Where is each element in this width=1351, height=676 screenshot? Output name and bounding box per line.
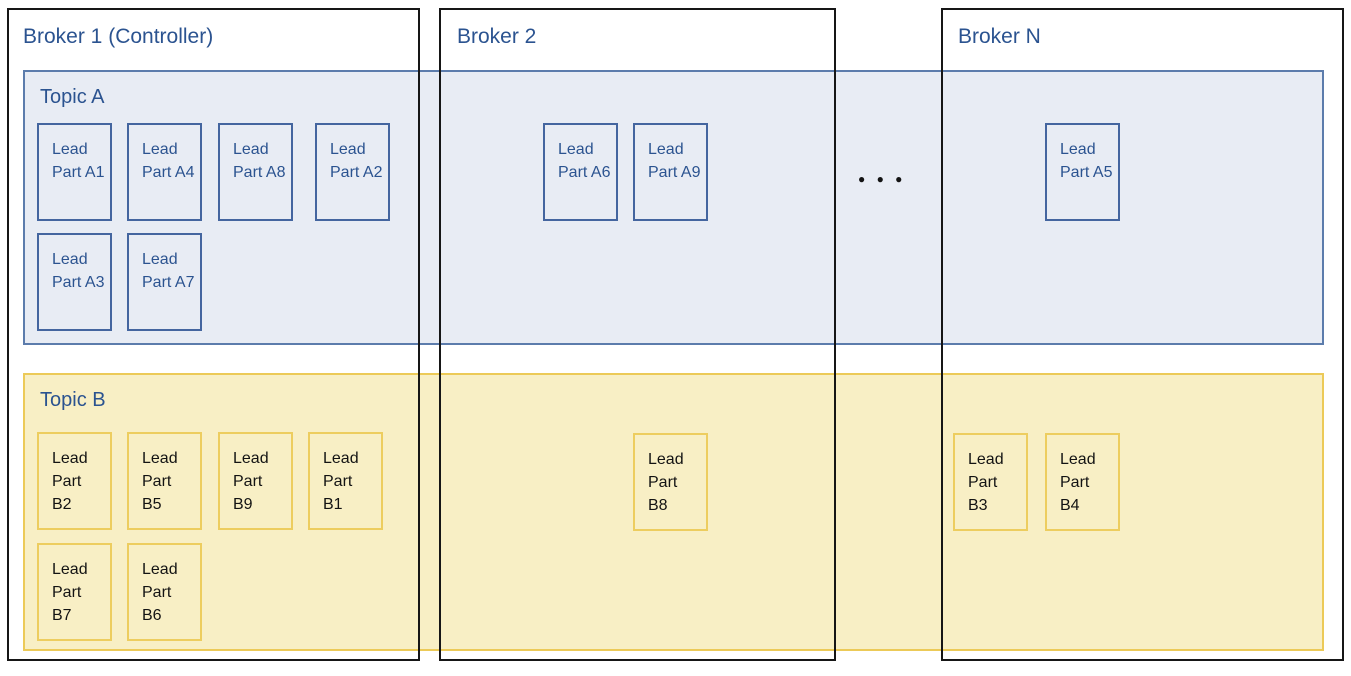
broker-1-title: Broker 1 (Controller) [23,25,214,48]
partition-lead-part-a8: Lead Part A8 [218,123,293,221]
partition-lead-part-a7: Lead Part A7 [127,233,202,331]
partition-lead-part-a1: Lead Part A1 [37,123,112,221]
topic-b-label: Topic B [40,389,106,411]
broker-2-box [439,8,836,661]
partition-lead-part-b4: Lead Part B4 [1045,433,1120,531]
ellipsis-icon: ● ● ● [858,172,907,186]
partition-lead-part-a3: Lead Part A3 [37,233,112,331]
topic-a-label: Topic A [40,86,105,108]
topic-a-band [23,70,1324,345]
topic-b-band [23,373,1324,651]
partition-lead-part-a5: Lead Part A5 [1045,123,1120,221]
partition-lead-part-b6: Lead Part B6 [127,543,202,641]
broker-n-box [941,8,1344,661]
partition-lead-part-b9: Lead Part B9 [218,432,293,530]
partition-lead-part-b3: Lead Part B3 [953,433,1028,531]
partition-lead-part-a2: Lead Part A2 [315,123,390,221]
partition-lead-part-a4: Lead Part A4 [127,123,202,221]
partition-lead-part-b1: Lead Part B1 [308,432,383,530]
partition-lead-part-b2: Lead Part B2 [37,432,112,530]
partition-lead-part-b8: Lead Part B8 [633,433,708,531]
broker-1-box [7,8,420,661]
broker-2-title: Broker 2 [457,25,537,48]
partition-lead-part-a9: Lead Part A9 [633,123,708,221]
broker-n-title: Broker N [958,25,1041,48]
partition-lead-part-b7: Lead Part B7 [37,543,112,641]
partition-lead-part-b5: Lead Part B5 [127,432,202,530]
partition-lead-part-a6: Lead Part A6 [543,123,618,221]
